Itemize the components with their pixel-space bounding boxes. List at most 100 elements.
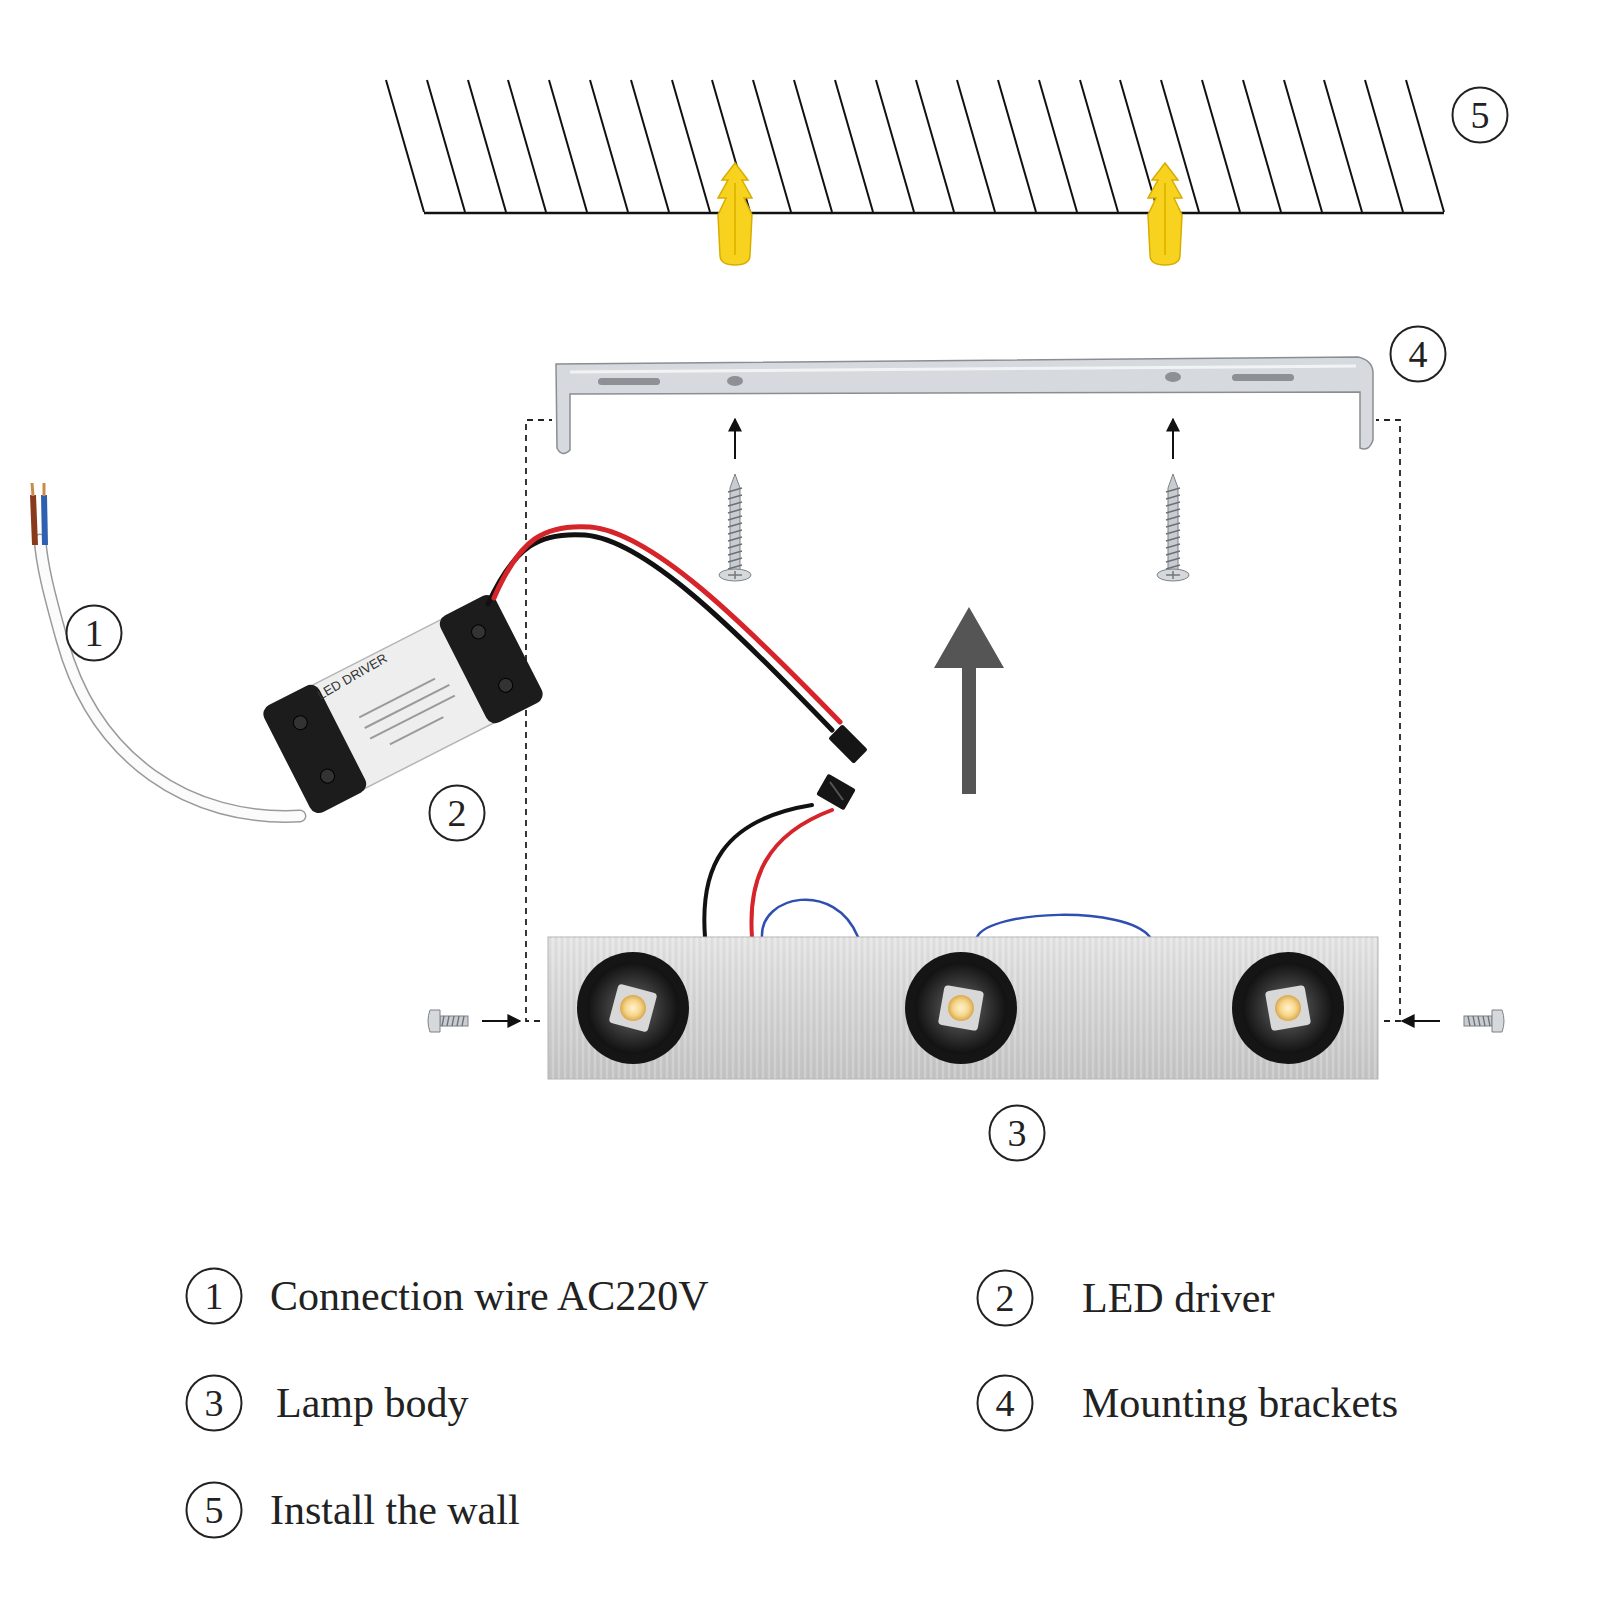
output-wire [762,900,858,937]
led-driver [260,681,370,816]
mounting-bracket [556,357,1373,454]
led-lens [915,962,1007,1054]
circle-outline [67,606,122,661]
led-lens [577,952,1344,1064]
circle-outline [990,1106,1045,1161]
mounting-bracket [570,366,1356,372]
mounting-bracket [598,378,660,385]
callout-number: 1 [205,1277,224,1315]
lamp-body [548,937,1378,1079]
circle-outline [1453,88,1508,143]
wall-hatch [386,80,1444,212]
callout-number: 4 [996,1384,1015,1422]
led-lens [1275,995,1301,1021]
circle-outline [1391,327,1446,382]
circle-outline [187,1376,242,1431]
lamp-body [548,937,1378,1079]
mounting-bracket [1165,372,1181,382]
callout-circle: 5 [185,1481,243,1539]
led-lens [587,962,679,1054]
led-driver [436,592,546,727]
callout-circle: 3 [988,1104,1046,1162]
callout-circle: 1 [185,1267,243,1325]
side-screw [428,1010,468,1032]
direction-arrow [482,1020,520,1022]
led-driver [260,592,546,817]
led-lens [620,995,646,1021]
callout-number: 4 [1409,335,1428,373]
callout-circle: 3 [185,1374,243,1432]
wire-connector [816,774,856,811]
led-lens [1242,962,1334,1054]
led-lens [1232,952,1344,1064]
led-driver [496,676,515,695]
callout-circle: 2 [976,1269,1034,1327]
connection-wire [44,495,45,545]
callout-number: 2 [448,794,467,832]
led-driver [318,767,337,786]
wall-screw [719,474,1189,581]
dashed-guide [526,420,552,1021]
circle-outline [187,1483,242,1538]
output-wire [488,535,832,730]
dashed-guide [526,420,1400,1021]
direction-arrow [734,419,736,459]
led-driver [469,622,488,641]
callout-number: 5 [1471,96,1490,134]
legend-text: Install the wall [270,1489,520,1531]
led-lens [609,984,658,1033]
led-lens [1265,985,1311,1031]
led-lens [938,985,984,1031]
connection-wire [40,540,300,816]
wall-anchor [718,163,752,265]
callout-circle: 5 [1451,86,1509,144]
legend-text: Mounting brackets [1082,1382,1398,1424]
callout-circle: 4 [976,1374,1034,1432]
callout-number: 3 [205,1384,224,1422]
led-driver [291,713,310,732]
install-arrow [934,607,1004,794]
wire-connector [830,782,843,800]
wall-anchor [1148,163,1182,265]
led-lens [905,952,1017,1064]
callout-number: 1 [85,614,104,652]
wire-connector [828,724,868,764]
circle-outline [187,1269,242,1324]
wall-screw [719,474,751,581]
connection-wire [32,483,300,816]
output-wire [751,810,832,937]
mounting-bracket [556,357,1373,454]
legend-text: Connection wire AC220V [270,1275,709,1317]
output-wire [494,527,840,722]
wire-connector [816,724,868,810]
led-lens [948,995,974,1021]
circle-outline [978,1376,1033,1431]
mounting-bracket [727,376,743,386]
lamp-body [548,937,1378,1079]
connection-wire [33,495,35,545]
wall-hatch [386,80,1444,213]
circle-outline [430,786,485,841]
wall-hatch [424,212,1444,215]
wall-anchor [718,163,1182,265]
circle-outline [978,1271,1033,1326]
direction-arrow [1172,419,1174,459]
output-wire [488,527,1150,937]
mounting-bracket [1232,374,1294,381]
output-wire [977,915,1150,937]
legend-text: Lamp body [276,1382,468,1424]
callout-number: 5 [205,1491,224,1529]
output-wire [704,805,812,937]
direction-arrow [482,419,1440,1021]
callout-number: 3 [1008,1114,1027,1152]
side-screw [1464,1010,1504,1032]
wall-screw [1157,474,1189,581]
led-driver [359,674,461,751]
callout-circle: 1 [65,604,123,662]
dashed-guide [1376,420,1400,1021]
callout-circle: 4 [1389,325,1447,383]
connection-wire [40,540,300,816]
